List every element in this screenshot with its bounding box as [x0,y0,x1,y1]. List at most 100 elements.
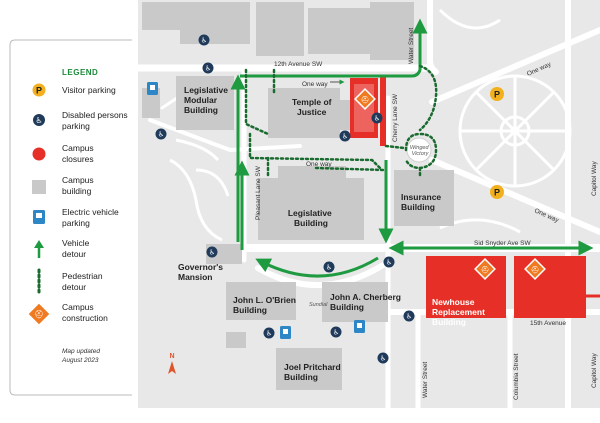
building-north-small-3 [256,2,304,56]
building-north-small-1 [142,2,180,30]
arrow-up-icon [34,240,44,258]
building-square-icon [32,180,46,194]
wheelchair-icon[interactable]: ♿ [371,112,383,124]
construction-diamond-icon[interactable]: ⛑ [524,258,546,280]
building-north-small-4 [308,8,370,54]
svg-text:♿: ♿ [380,355,386,363]
svg-text:♿: ♿ [374,115,380,123]
svg-text:♿: ♿ [342,133,348,141]
svg-text:♿: ♿ [35,116,42,125]
svg-text:P: P [494,90,500,100]
svg-text:Visitor parking: Visitor parking [62,85,116,95]
street-sid-snyder: Sid Snyder Ave SW [474,240,531,247]
legend-item-campus-closures: Campus closures [32,143,94,164]
label-newhouse-replacement: Newhouse Replacement Building [432,297,487,327]
wheelchair-icon[interactable]: ♿ [403,310,415,322]
label-john-l-obrien: John L. O'Brien Building [233,295,298,315]
wheelchair-icon[interactable]: ♿ [339,130,351,142]
wheelchair-icon[interactable]: ♿ [383,256,395,268]
svg-text:Vehicle detour: Vehicle detour [62,238,92,259]
parking-p-icon[interactable]: P [490,185,504,199]
wheelchair-icon[interactable]: ♿ [323,261,335,273]
svg-text:♿: ♿ [158,131,164,139]
svg-text:Electric vehicle parki: Electric vehicle parking [62,207,121,228]
street-columbia: Columbia Street [513,353,520,400]
svg-text:P: P [494,188,500,198]
street-water-south: Water Street [422,362,429,398]
label-john-a-cherberg: John A. Cherberg Building [330,292,403,312]
ev-charger-icon[interactable] [147,82,158,95]
svg-text:P: P [36,86,42,96]
svg-text:⛑: ⛑ [34,310,44,319]
label-winged-victory: Winged Victory [410,145,430,157]
map-ground [134,0,600,413]
building-north-small-2 [180,2,250,44]
wheelchair-icon[interactable]: ♿ [202,62,214,74]
legend-item-pedestrian-detour: Pedestrian detour [37,268,105,294]
wheelchair-icon [33,114,45,126]
svg-text:♿: ♿ [205,65,211,73]
building-temple-portico [338,100,350,130]
label-one-way-12th: One way [302,81,328,88]
closure-dot-icon [32,147,46,161]
svg-text:Campus construction: Campus construction [62,302,108,323]
building-south-small [226,332,246,348]
vehicle-detours [230,18,594,278]
map-updated-note: Map updated August 2023 [61,348,102,364]
wheelchair-icon[interactable]: ♿ [198,34,210,46]
svg-text:⛑: ⛑ [361,95,370,104]
campus-buildings [142,2,454,390]
svg-text:Campus building: Campus building [62,175,96,196]
street-capitol-way-south: Capitol Way [591,352,598,388]
label-governors-mansion: Governor's Mansion [178,262,225,282]
label-legislative-modular: Legislative Modular Building [184,85,230,115]
campus-closures [350,76,600,318]
building-obrien [226,282,296,320]
wheelchair-icon[interactable]: ♿ [377,352,389,364]
wheelchair-icon[interactable]: ♿ [330,326,342,338]
legend-item-campus-building: Campus building [32,175,96,196]
building-west-1 [142,88,160,118]
construction-diamond-icon[interactable]: ⛑ [474,258,496,280]
legend-item-ev-parking: Electric vehicle parking [33,207,121,228]
label-joel-pritchard: Joel Pritchard Building [284,362,343,382]
svg-text:⛑: ⛑ [481,265,490,274]
street-water-north: Water Street [408,28,415,64]
street-12th-avenue: 12th Avenue SW [274,61,323,68]
building-insurance [394,170,454,226]
svg-text:Pedestrian detour: Pedestrian detour [62,271,105,292]
ev-charger-icon[interactable] [280,326,291,339]
street-capitol-way-north: Capitol Way [591,160,598,196]
street-15th-avenue: 15th Avenue [530,320,566,327]
label-sundial: Sundial [309,302,328,308]
svg-text:♿: ♿ [326,264,332,272]
pedestrian-detours [244,64,438,180]
north-arrow-icon: N [168,353,176,374]
svg-text:♿: ♿ [406,313,412,321]
parking-p-icon[interactable]: P [490,87,504,101]
svg-text:♿: ♿ [386,259,392,267]
building-legislative [258,178,364,240]
legend-item-visitor-parking: P Visitor parking [32,83,116,97]
wheelchair-icon[interactable]: ♿ [263,327,275,339]
building-legislative-inner [278,166,346,180]
svg-text:Disabled persons parki: Disabled persons parking [62,110,130,131]
construction-diamond-icon[interactable]: ⛑ [354,88,376,110]
legend-frame [9,39,132,396]
svg-text:♿: ♿ [209,249,215,257]
wheelchair-icon[interactable]: ♿ [155,128,167,140]
ev-charger-icon[interactable] [354,320,365,333]
legend-item-vehicle-detour: Vehicle detour [34,238,92,259]
svg-text:⛑: ⛑ [531,265,540,274]
wheelchair-icon[interactable]: ♿ [206,246,218,258]
building-cherberg [322,282,388,322]
building-temple-justice [268,88,340,138]
parking-p-icon [32,83,46,97]
legend-title: LEGEND [62,68,98,77]
construction-diamond-icon: ⛑ [26,301,52,327]
svg-text:♿: ♿ [201,37,207,45]
svg-text:N: N [169,353,174,360]
svg-text:♿: ♿ [266,330,272,338]
legend-panel: LEGEND P Visitor parking ♿ Disabled pers… [9,39,132,396]
